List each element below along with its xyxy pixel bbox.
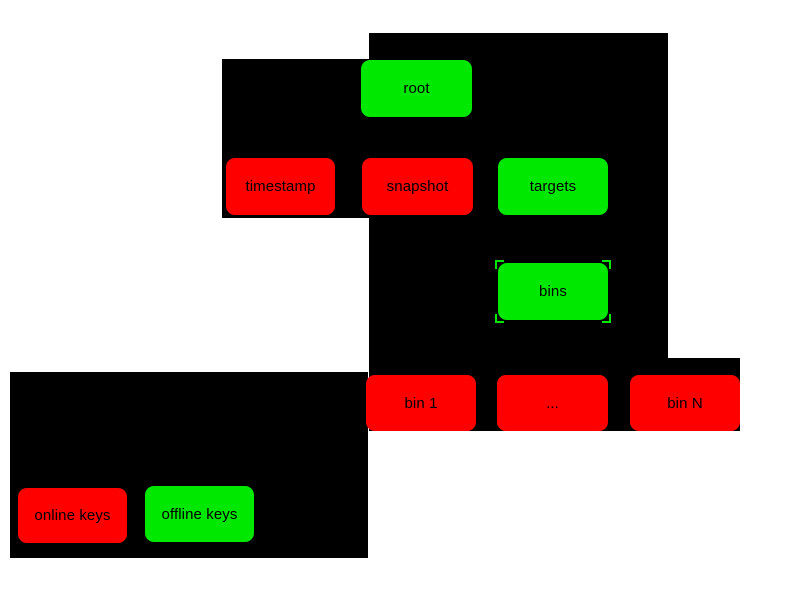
node-bin-1-label: bin 1 <box>404 394 438 412</box>
node-timestamp-label: timestamp <box>245 178 316 195</box>
node-bin-1[interactable]: bin 1 <box>366 375 476 431</box>
node-root-label: root <box>403 80 430 97</box>
node-bin-n-label: bin N <box>667 394 703 412</box>
node-bin-n[interactable]: bin N <box>630 375 740 431</box>
node-offline-keys[interactable]: offline keys <box>145 486 254 542</box>
node-online-keys-label: online keys <box>34 507 111 524</box>
node-bins-label: bins <box>539 283 567 300</box>
node-snapshot[interactable]: snapshot <box>362 158 473 215</box>
node-online-keys[interactable]: online keys <box>18 488 127 543</box>
node-targets-label: targets <box>529 178 577 195</box>
node-offline-keys-label: offline keys <box>161 505 238 523</box>
node-bins[interactable]: bins <box>495 260 611 323</box>
node-bin-ellipsis-label: ... <box>546 394 559 412</box>
node-timestamp[interactable]: timestamp <box>226 158 335 215</box>
node-root[interactable]: root <box>361 60 472 117</box>
node-bin-ellipsis[interactable]: ... <box>497 375 608 431</box>
node-targets[interactable]: targets <box>498 158 608 215</box>
node-snapshot-label: snapshot <box>386 178 449 195</box>
